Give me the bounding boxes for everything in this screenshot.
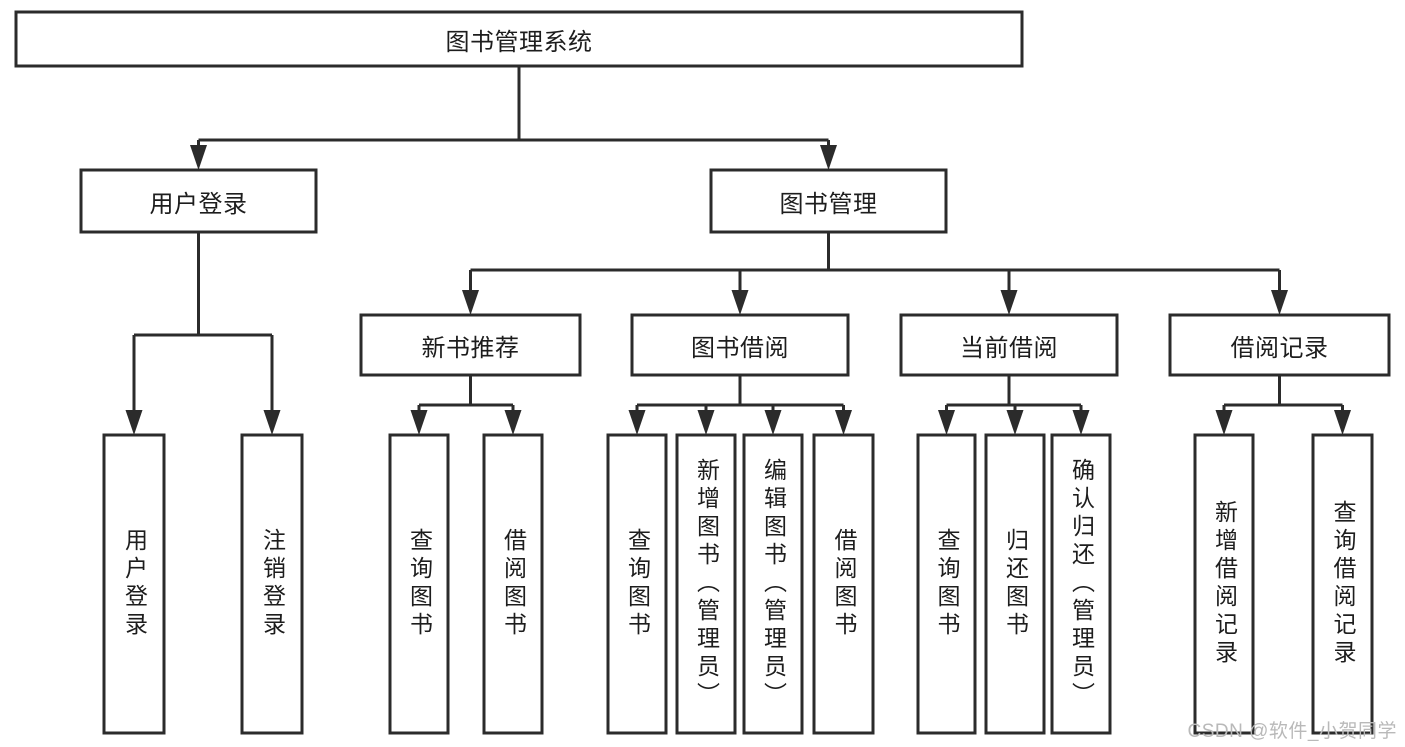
node-box-level3-0 [359,313,582,377]
node-box-leaf-8 [916,433,977,735]
node-box-level3-1 [630,313,850,377]
arrow-head-icon [410,410,428,435]
arrow-head-icon [1006,410,1024,435]
node-box-leaf-7 [812,433,875,735]
node-box-level2-0 [79,168,318,234]
arrow-head-icon [462,290,479,315]
arrow-head-icon [1215,410,1233,435]
node-box-leaf-11 [1193,433,1255,735]
arrow-head-icon [263,410,281,435]
node-box-leaf-1 [240,433,304,735]
arrow-head-icon [504,410,522,435]
node-box-level3-2 [899,313,1119,377]
arrow-head-icon [764,410,782,435]
node-box-level2-1 [709,168,948,234]
arrow-head-icon [835,410,852,435]
node-box-leaf-10 [1050,433,1112,735]
arrow-head-icon [697,410,715,435]
arrow-head-icon [628,410,646,435]
arrow-head-icon [125,410,143,435]
node-box-leaf-0 [102,433,166,735]
arrow-head-icon [820,145,837,170]
arrow-head-icon [731,290,749,315]
arrow-head-icon [1000,290,1018,315]
arrow-head-icon [1271,290,1288,315]
arrow-head-icon [938,410,955,435]
node-box-root [14,10,1024,68]
connector-lines [125,66,1351,435]
node-box-leaf-2 [388,433,450,735]
node-box-leaf-4 [606,433,668,735]
node-box-leaf-9 [984,433,1046,735]
arrow-head-icon [1072,410,1090,435]
arrow-head-icon [1334,410,1351,435]
node-box-level3-3 [1168,313,1391,377]
node-box-leaf-3 [482,433,544,735]
arrow-head-icon [190,145,207,170]
node-box-leaf-12 [1311,433,1374,735]
node-box-leaf-6 [742,433,804,735]
node-box-leaf-5 [675,433,737,735]
node-boxes [14,10,1391,735]
watermark-text: CSDN @软件_小贺同学 [1187,721,1397,742]
